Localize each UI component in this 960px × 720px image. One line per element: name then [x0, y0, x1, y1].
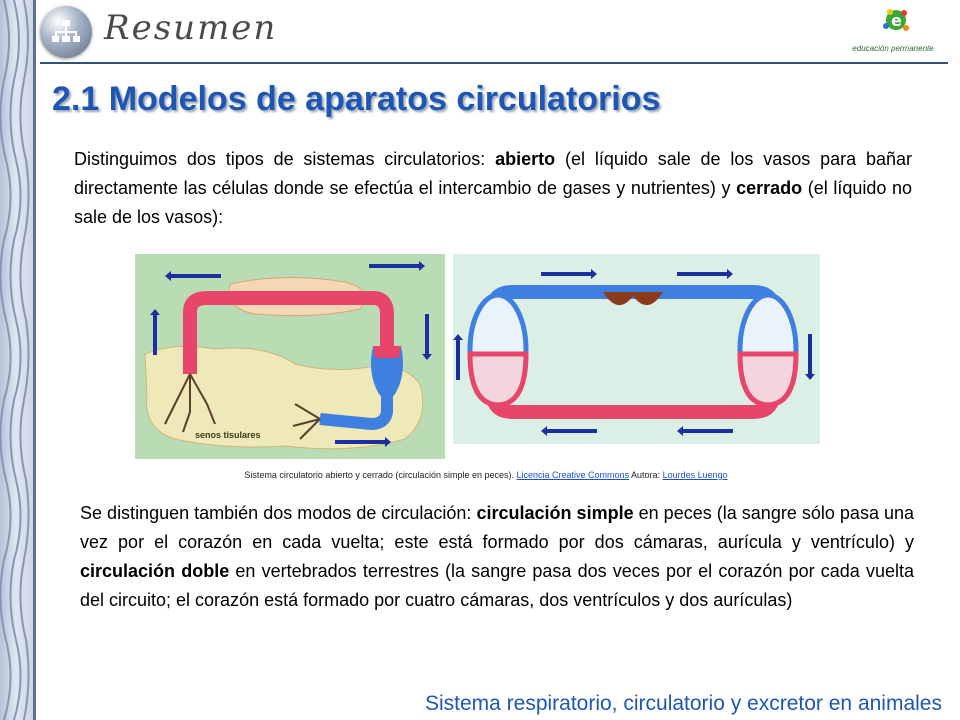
- network-icon: [40, 6, 92, 58]
- license-link[interactable]: Licencia Creative Commons: [516, 470, 630, 480]
- educacion-permanente-logo: e: [883, 9, 909, 31]
- circulation-modes-paragraph: Se distinguen también dos modos de circu…: [80, 503, 915, 610]
- intro-paragraph: Distinguimos dos tipos de sistemas circu…: [74, 149, 912, 227]
- term-cerrado: cerrado: [736, 178, 803, 198]
- term-abierto: abierto: [495, 149, 556, 169]
- section-word: Resumen: [104, 8, 278, 48]
- page-title: 2.1 Modelos de aparatos circulatorios: [52, 80, 661, 118]
- term-circulacion-simple: circulación simple: [476, 503, 634, 523]
- header-divider: [40, 62, 948, 64]
- term-circulacion-doble: circulación doble: [80, 561, 230, 581]
- label-tissue: senos tisulares: [195, 430, 261, 440]
- wave-pattern: [0, 0, 30, 720]
- closed-system-diagram: [453, 254, 820, 444]
- open-system-diagram: corazón senos tisulares: [135, 254, 445, 459]
- logo-text: educación permanente: [852, 44, 934, 53]
- figure-caption: Sistema circulatorio abierto y cerrado (…: [244, 470, 728, 480]
- left-decorative-bar: [0, 0, 36, 720]
- author-link[interactable]: Lourdes Luengo: [662, 470, 728, 480]
- svg-text:e: e: [891, 11, 902, 30]
- footer-title: Sistema respiratorio, circulatorio y exc…: [424, 692, 942, 715]
